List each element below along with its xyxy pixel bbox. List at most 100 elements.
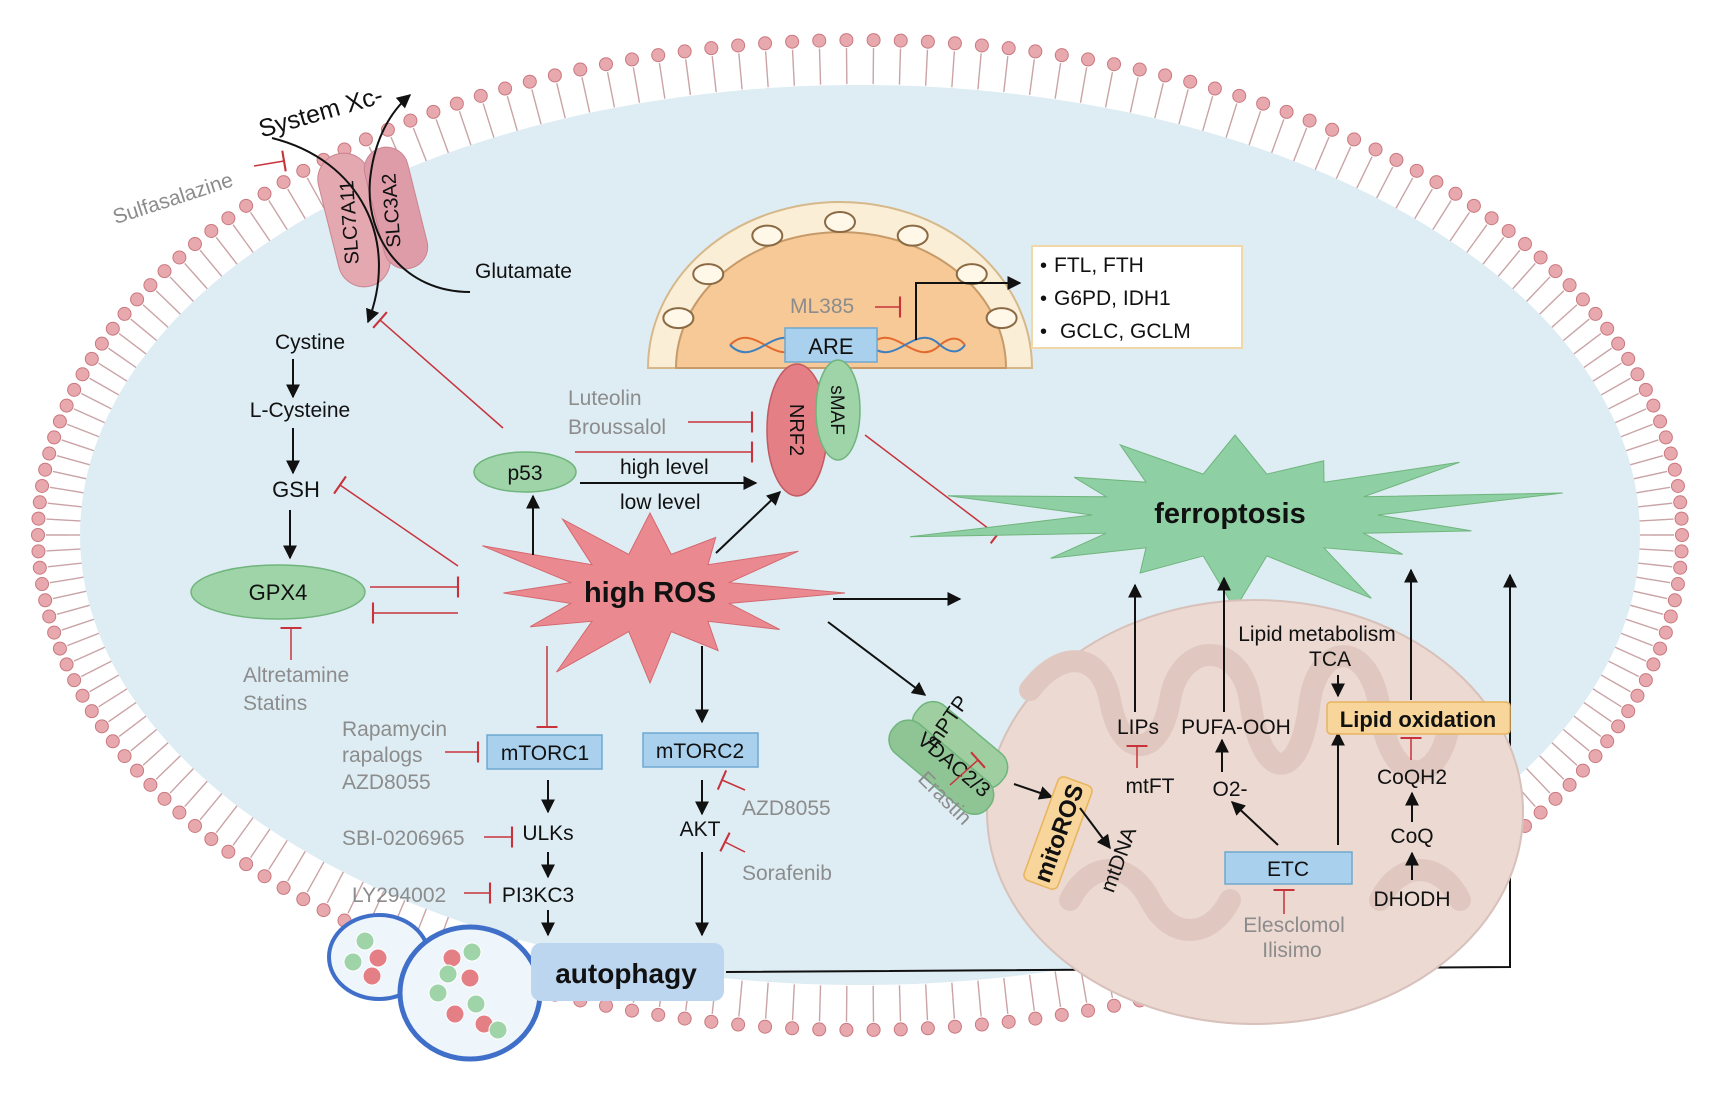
lipid-head — [68, 674, 81, 687]
lipid-head — [1534, 251, 1547, 264]
statins-label: Statins — [243, 692, 307, 715]
lipid-head — [678, 45, 691, 58]
lipid-head — [1549, 265, 1562, 278]
lipid-head — [921, 35, 934, 48]
lipid-tail — [1642, 608, 1663, 614]
lipid-head — [921, 1022, 934, 1035]
lipid-tail — [1611, 378, 1630, 389]
lipid-tail — [978, 75, 979, 89]
lipid-tail — [251, 839, 263, 857]
lipid-head — [1563, 778, 1576, 791]
lipid-tail — [1650, 503, 1672, 505]
lipid-tail — [99, 695, 118, 707]
lipid-tail — [62, 440, 83, 447]
lipid-head — [48, 626, 61, 639]
lipid-tail — [1548, 764, 1564, 779]
lipid-head — [1576, 764, 1589, 777]
cargo-particle — [461, 969, 479, 987]
nuclear-pore-icon — [825, 212, 855, 232]
cargo-particle — [369, 949, 387, 967]
lipid-head — [118, 750, 131, 763]
lipid-head — [1410, 164, 1423, 177]
ilisimo-label: Ilisimo — [1262, 939, 1322, 962]
tca-label: TCA — [1309, 648, 1351, 671]
lipid-tail — [327, 883, 337, 903]
lipid-tail — [712, 56, 714, 78]
low-level-label: low level — [620, 491, 701, 514]
lipid-tail — [1506, 250, 1520, 267]
lipid-head — [240, 858, 253, 871]
lipid-tail — [637, 89, 639, 103]
lipid-tail — [507, 96, 513, 117]
lipid-head — [894, 34, 907, 47]
lipid-head — [1612, 720, 1625, 733]
lipid-tail — [1449, 231, 1457, 243]
lipid-head — [1108, 58, 1121, 71]
lipid-head — [258, 870, 271, 883]
lipid-tail — [1271, 140, 1276, 153]
lipid-tail — [263, 828, 271, 840]
lipid-head — [1485, 212, 1498, 225]
lipid-tail — [299, 208, 306, 220]
lipid-tail — [1055, 85, 1057, 99]
lipid-tail — [663, 85, 665, 99]
smaf-label: sMAF — [826, 385, 847, 435]
lipid-head — [1549, 792, 1562, 805]
lipid-tail — [1183, 89, 1189, 110]
lipid-tail — [1497, 267, 1506, 278]
lipid-head — [840, 1023, 853, 1036]
lipid-tail — [46, 519, 68, 520]
ml385-label: ML385 — [790, 295, 854, 318]
lipid-tail — [108, 348, 126, 361]
lipid-head — [85, 705, 98, 718]
nuclear-pore-icon — [693, 264, 723, 284]
p53-label: p53 — [507, 462, 542, 485]
lipid-head — [1622, 352, 1635, 365]
sulfasalazine-inhibition — [254, 161, 284, 166]
rapamycin-label: Rapamycin — [342, 718, 447, 741]
lipid-tail — [819, 999, 820, 1021]
lipid-tail — [131, 319, 148, 333]
lipid-tail — [1031, 989, 1034, 1011]
gpx4-label: GPX4 — [249, 580, 308, 605]
lipid-head — [53, 415, 66, 428]
lipid-tail — [1646, 594, 1667, 599]
lipid-tail — [444, 140, 449, 153]
lipid-tail — [318, 861, 325, 873]
lipid-tail — [1638, 520, 1652, 521]
lipid-tail — [1650, 564, 1672, 566]
lipid-head — [1534, 806, 1547, 819]
lipid-tail — [89, 378, 108, 389]
lipid-head — [732, 39, 745, 52]
lipid-tail — [741, 981, 742, 995]
lipid-tail — [1490, 237, 1503, 254]
lipid-head — [1647, 658, 1660, 671]
lipid-head — [1612, 337, 1625, 350]
lipid-tail — [582, 77, 587, 98]
lipid-tail — [926, 998, 927, 1020]
lipid-head — [1303, 114, 1316, 127]
lipid-tail — [233, 827, 246, 845]
lipid-tail — [1593, 709, 1611, 722]
lipid-head — [404, 114, 417, 127]
lipid-tail — [1106, 94, 1109, 108]
lipid-tail — [281, 839, 288, 851]
lipid-head — [1639, 674, 1652, 687]
cystine-label: Cystine — [275, 331, 345, 354]
lipid-head — [297, 164, 310, 177]
coqh2-label: CoQH2 — [1377, 766, 1447, 789]
lipid-head — [1675, 545, 1688, 558]
lipid-tail — [1395, 197, 1402, 209]
lipid-tail — [1637, 440, 1658, 447]
gene-ftl-fth: FTL, FTH — [1054, 254, 1144, 277]
lipid-tail — [1482, 255, 1491, 266]
lipid-tail — [1466, 243, 1474, 254]
lipid-tail — [1439, 201, 1451, 220]
lipid-tail — [50, 579, 72, 583]
lipid-head — [867, 1023, 880, 1036]
lipid-head — [1108, 999, 1121, 1012]
lipid-head — [106, 322, 119, 335]
lipid-tail — [953, 51, 955, 73]
lipid-tail — [1083, 67, 1087, 89]
bullet: • — [1040, 255, 1047, 277]
